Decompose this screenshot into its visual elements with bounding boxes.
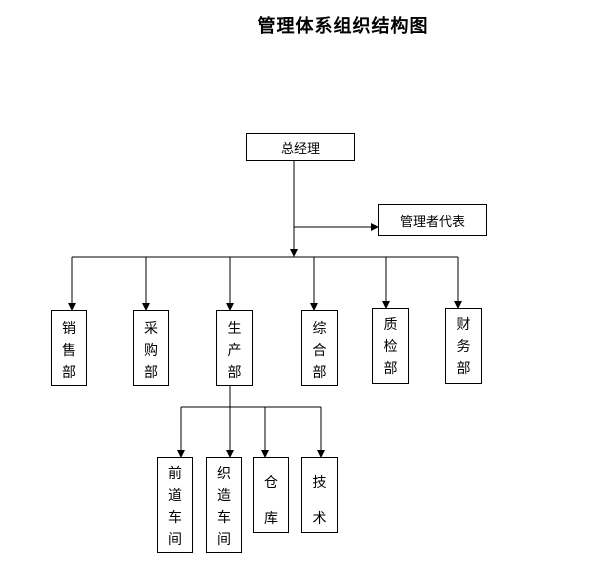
node-warehouse: 仓库 xyxy=(253,457,289,533)
node-purchasing-dept: 采购部 xyxy=(133,310,169,386)
node-qc-dept-label: 质检部 xyxy=(383,317,398,377)
node-sales-dept: 销售部 xyxy=(51,310,87,386)
node-technical: 技术 xyxy=(301,457,338,533)
node-warehouse-label: 仓库 xyxy=(264,475,278,527)
node-general-manager: 总经理 xyxy=(246,133,355,161)
node-management-representative-label: 管理者代表 xyxy=(399,214,465,230)
node-qc-dept: 质检部 xyxy=(372,308,409,384)
node-front-workshop-label: 前道车间 xyxy=(168,466,182,548)
node-purchasing-dept-label: 采购部 xyxy=(144,321,158,381)
node-front-workshop: 前道车间 xyxy=(157,457,193,553)
node-technical-label: 技术 xyxy=(312,475,327,527)
node-finance-dept-label: 财务部 xyxy=(456,317,471,377)
node-general-dept-label: 综合部 xyxy=(312,321,327,381)
node-finance-dept: 财务部 xyxy=(445,308,482,384)
node-weaving-workshop: 织造车间 xyxy=(206,457,242,553)
node-production-dept-label: 生产部 xyxy=(227,321,242,381)
chart-title: 管理体系组织结构图 xyxy=(257,16,429,37)
node-general-manager-label: 总经理 xyxy=(280,141,320,157)
node-production-dept: 生产部 xyxy=(216,310,253,386)
node-general-dept: 综合部 xyxy=(301,310,338,386)
node-weaving-workshop-label: 织造车间 xyxy=(217,466,231,548)
node-management-representative: 管理者代表 xyxy=(378,204,487,236)
node-sales-dept-label: 销售部 xyxy=(62,321,76,381)
